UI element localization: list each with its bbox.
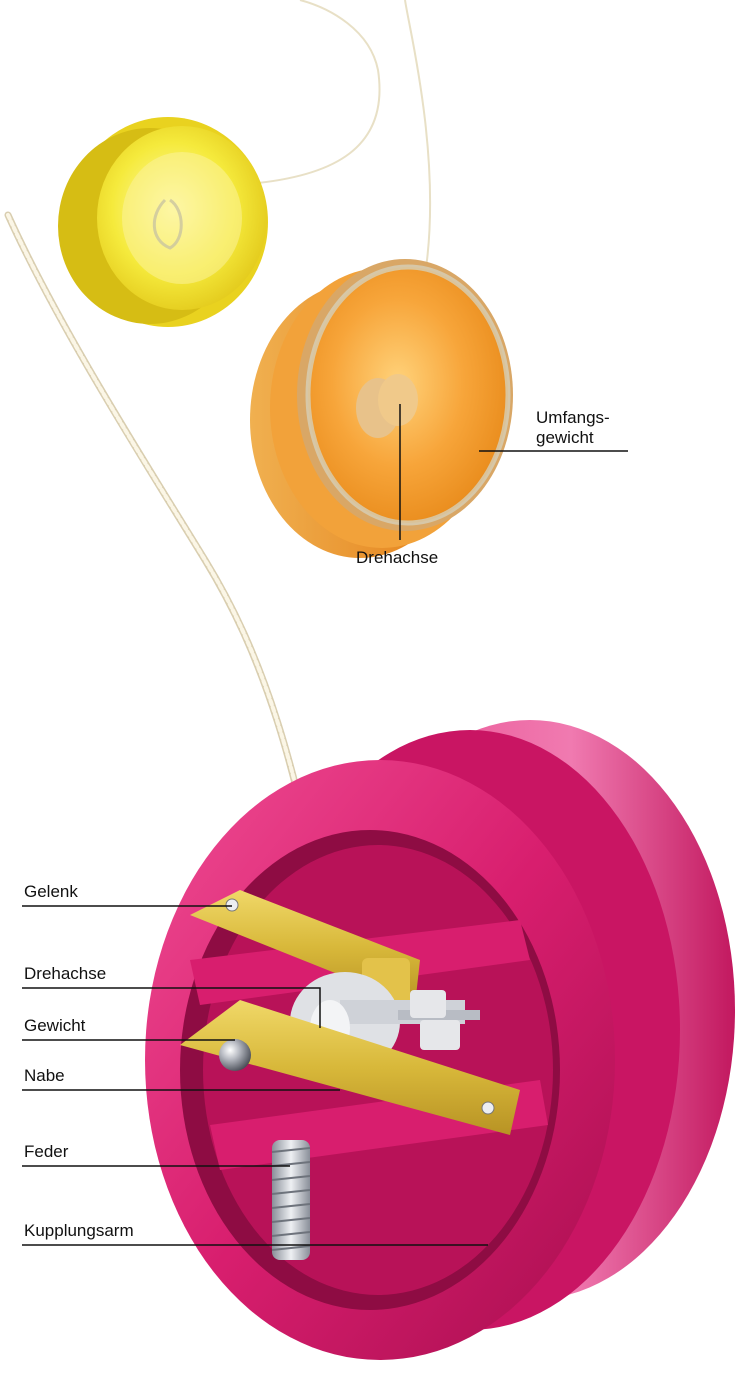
label-gewicht: Gewicht (24, 1016, 85, 1036)
yellow-yoyo (58, 117, 268, 327)
orange-yoyo (250, 259, 513, 558)
label-feder: Feder (24, 1142, 68, 1162)
label-umfangsgewicht: Umfangs- gewicht (536, 408, 610, 448)
label-umfangsgewicht-line1: Umfangs- (536, 408, 610, 428)
yellow-yoyo-string (258, 0, 380, 183)
label-nabe: Nabe (24, 1066, 65, 1086)
label-drehachse-top: Drehachse (356, 548, 438, 568)
label-drehachse-bottom: Drehachse (24, 964, 106, 984)
label-gelenk: Gelenk (24, 882, 78, 902)
label-kupplungsarm: Kupplungsarm (24, 1221, 134, 1241)
label-umfangsgewicht-line2: gewicht (536, 428, 610, 448)
